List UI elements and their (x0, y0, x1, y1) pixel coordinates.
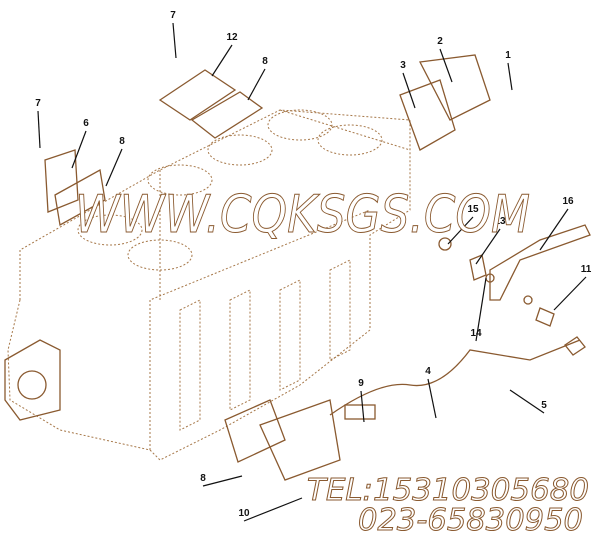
leader-line (247, 68, 266, 101)
callout-number: 12 (226, 32, 238, 43)
leader-line (105, 148, 123, 187)
callout-6: 6 (71, 118, 89, 169)
callout-number: 5 (541, 400, 547, 411)
watermark-site: WWW.CQKSGS.COM (75, 185, 530, 245)
watermark: WWW.CQKSGS.COM TEL:15310305680 023-65830… (75, 185, 590, 535)
leader-line (71, 130, 87, 169)
callout-10: 10 (238, 497, 303, 522)
callout-9: 9 (358, 378, 365, 423)
cover-plates (44, 54, 591, 481)
callout-number: 9 (358, 378, 364, 389)
leader-line (539, 208, 569, 251)
callout-2: 2 (437, 36, 453, 83)
callout-3: 3 (400, 60, 416, 109)
leader-line (507, 62, 513, 91)
leader-line (402, 72, 416, 109)
watermark-phone: 023-65830950 (358, 503, 583, 535)
leader-line (360, 390, 365, 423)
leader-line (447, 216, 474, 245)
engine-block (4, 109, 411, 461)
callout-number: 14 (470, 328, 482, 339)
leader-line (553, 276, 587, 311)
leader-line (37, 110, 41, 149)
leader-line (243, 497, 303, 522)
callout-number: 7 (170, 10, 176, 21)
callout-12: 12 (211, 32, 238, 77)
callout-15: 15 (447, 204, 479, 245)
callout-number: 11 (581, 264, 592, 275)
callout-number: 6 (83, 118, 89, 129)
callout-number: 8 (262, 56, 268, 67)
leader-line (172, 22, 177, 59)
leader-line (202, 475, 243, 487)
callout-number: 8 (119, 136, 125, 147)
callout-7: 7 (170, 10, 177, 59)
leader-line (211, 44, 233, 77)
leader-line (439, 48, 453, 83)
callout-number: 8 (200, 473, 206, 484)
callout-4: 4 (425, 366, 437, 419)
callout-16: 16 (539, 196, 574, 251)
callout-number: 4 (425, 366, 431, 377)
leader-line (475, 277, 487, 342)
callout-8: 8 (200, 473, 243, 487)
callouts: 7 12 8 7 6 8 2 3 1 16 15 13 11 14 4 9 5 8 10 (35, 10, 592, 522)
callout-11: 11 (553, 264, 592, 311)
callout-number: 2 (437, 36, 443, 47)
callout-number: 3 (400, 60, 406, 71)
callout-number: 13 (494, 216, 506, 227)
callout-number: 10 (238, 508, 250, 519)
watermark-tel: TEL:15310305680 (307, 473, 589, 508)
callout-1: 1 (505, 50, 513, 91)
callout-number: 7 (35, 98, 41, 109)
callout-14: 14 (470, 277, 487, 342)
leader-line (475, 228, 501, 265)
callout-number: 16 (562, 196, 574, 207)
leader-line (509, 389, 545, 414)
callout-number: 15 (467, 204, 479, 215)
callout-13: 13 (475, 216, 506, 265)
callout-7: 7 (35, 98, 41, 149)
callout-5: 5 (509, 389, 547, 414)
callout-8: 8 (247, 56, 268, 101)
callout-8: 8 (105, 136, 125, 187)
callout-number: 1 (505, 50, 511, 61)
leader-line (427, 378, 437, 419)
